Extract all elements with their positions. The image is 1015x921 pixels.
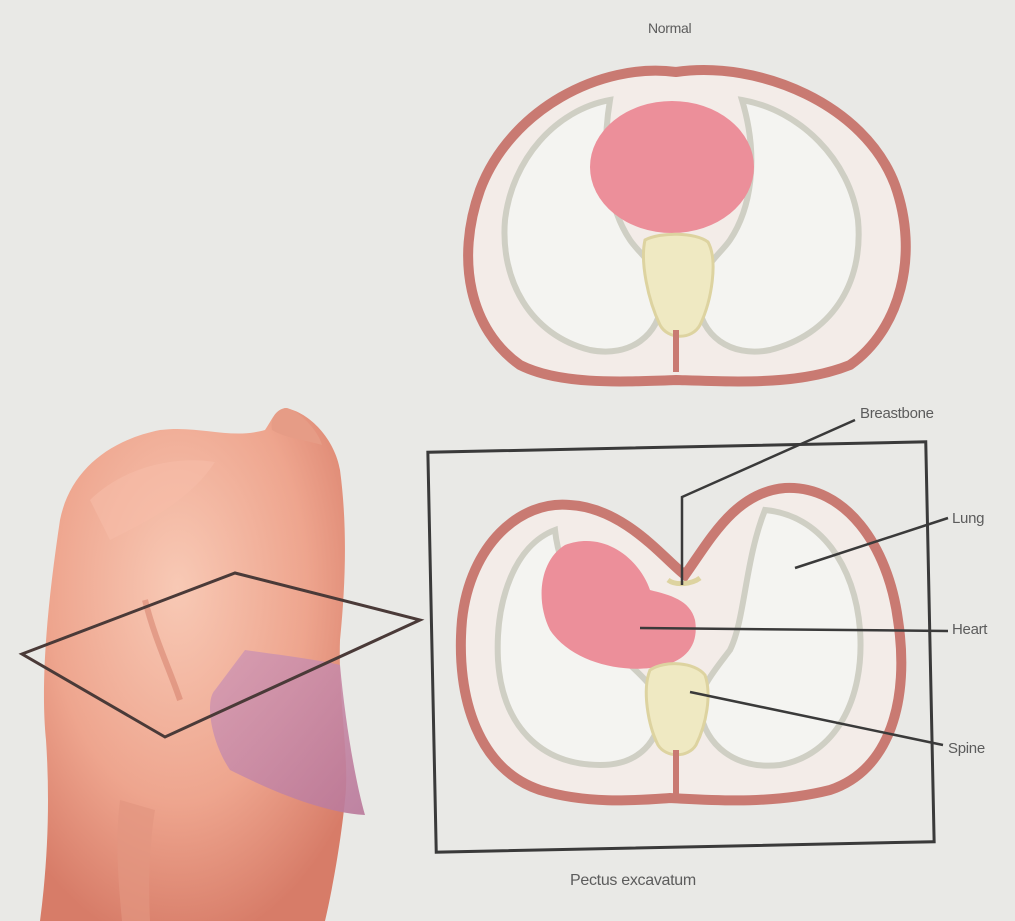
torso-arm [117,800,155,921]
normal-cross-section [468,70,906,381]
label-breastbone: Breastbone [860,405,934,422]
label-spine: Spine [948,740,985,757]
label-lung: Lung [952,510,984,527]
caption-pectus-excavatum: Pectus excavatum [570,872,696,890]
label-heart: Heart [952,621,987,638]
torso-figure [22,408,420,921]
normal-heart [590,101,754,233]
pectus-spine [646,664,708,755]
label-normal: Normal [648,20,691,36]
